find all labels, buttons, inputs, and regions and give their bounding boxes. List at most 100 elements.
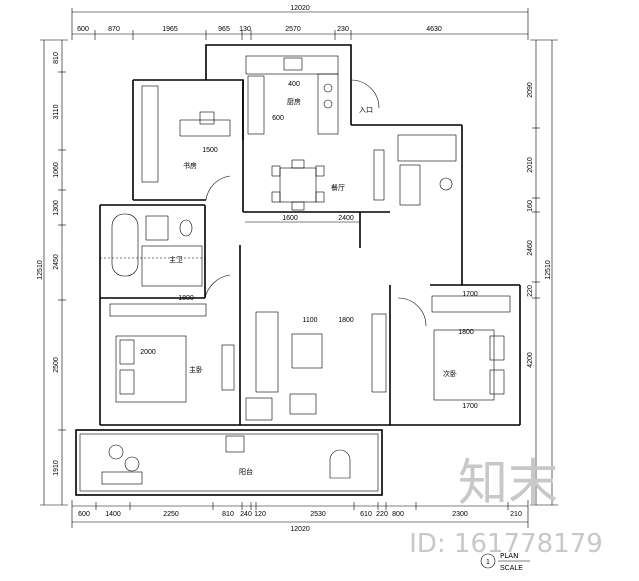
study-door (205, 175, 231, 201)
left-dim-5: 2450 (53, 254, 60, 270)
balcony-chair (329, 449, 351, 479)
master-bed (115, 335, 187, 403)
left-dim-7: 1910 (53, 460, 60, 476)
pillow (489, 369, 505, 395)
plan-number-icon (480, 553, 496, 569)
master-door (204, 274, 231, 299)
room-label-master-bedroom: 主卧 (189, 365, 203, 374)
dining-chair (315, 191, 325, 203)
inner-dim: 1700 (462, 403, 478, 410)
bottom-dim-8: 610 (360, 511, 372, 518)
kitchen-counter-right (317, 73, 339, 135)
top-dimension-chain: 12020 600 870 1965 965 130 2570 230 4630 (71, 5, 529, 40)
kitchen-sink (283, 57, 303, 71)
entrance-door (350, 79, 380, 109)
left-dim-1: 810 (53, 52, 60, 64)
armchair (245, 397, 273, 421)
pillow (119, 339, 135, 365)
top-dim-6: 2570 (285, 26, 301, 33)
bottom-dim-7: 2530 (310, 511, 326, 518)
fixtures (100, 55, 511, 485)
right-dim-5: 220 (527, 285, 534, 297)
dining-sideboard (373, 149, 385, 201)
plant-icon (108, 444, 124, 460)
pillow (489, 335, 505, 361)
dining-chair (271, 165, 281, 177)
bottom-dim-12: 210 (510, 511, 522, 518)
right-dim-4: 2460 (527, 240, 534, 256)
walls (75, 44, 521, 496)
inner-dim: 1800 (458, 329, 474, 336)
inner-dim: 1600 (282, 215, 298, 222)
top-dim-4: 965 (218, 26, 230, 33)
washing-machine (225, 435, 245, 453)
left-dim-6: 2500 (53, 357, 60, 373)
bottom-dim-11: 2300 (452, 511, 468, 518)
watermark: 知末 ID: 161778179 (409, 454, 603, 559)
inner-dim: 2400 (338, 215, 354, 222)
top-dim-7: 230 (337, 26, 349, 33)
dining-chair (271, 191, 281, 203)
study-chair (199, 111, 215, 125)
top-dim-3: 1965 (162, 26, 178, 33)
dining-chair (315, 165, 325, 177)
sofa (255, 311, 279, 393)
shower-area (141, 245, 203, 287)
burner-icon (323, 83, 333, 93)
dining-chair (291, 159, 305, 169)
title-block: 1 PLAN SCALE (480, 552, 530, 572)
inner-dim: 400 (288, 81, 300, 88)
study-desk (179, 119, 231, 137)
right-dim-2: 2010 (527, 157, 534, 173)
top-total-dim: 12020 (290, 5, 310, 12)
bottom-dim-5: 240 (240, 511, 252, 518)
room-label-kitchen: 厨房 (287, 97, 301, 106)
inner-dim: 1700 (462, 291, 478, 298)
kitchen-counter-left (247, 75, 265, 135)
bottom-dim-10: 800 (392, 511, 404, 518)
right-dim-1: 2090 (527, 82, 534, 98)
bottom-dim-2: 1400 (105, 511, 121, 518)
top-dim-1: 600 (77, 26, 89, 33)
left-dim-2: 3110 (53, 104, 60, 119)
watermark-id: ID: 161778179 (409, 529, 603, 559)
left-total-dim: 12510 (37, 260, 44, 280)
top-dim-5: 130 (239, 26, 251, 33)
inner-dim: 1100 (302, 317, 317, 324)
wardrobe-2 (431, 295, 511, 313)
inner-dim: 1500 (202, 147, 218, 154)
study-bookshelf (141, 85, 159, 183)
room-label-master-bath: 主卫 (169, 255, 183, 264)
plant-icon (124, 456, 140, 472)
top-dim-2: 870 (108, 26, 120, 33)
bottom-dimension-chain: 600 1400 2250 810 240 120 2530 610 220 8… (71, 500, 529, 533)
room-label-entrance: 入口 (359, 106, 373, 114)
dining-chair (291, 201, 305, 211)
bath-vanity (145, 215, 169, 241)
kitchen-counter-top (245, 55, 339, 75)
room-labels: 书房 厨房 餐厅 主卫 主卧 次卧 阳台 入口 (169, 97, 457, 476)
toilet-icon (439, 177, 453, 191)
burner-icon (323, 99, 333, 109)
inner-dim: 1800 (338, 317, 354, 324)
bottom-dim-1: 600 (78, 511, 90, 518)
inner-dim: 600 (272, 115, 284, 122)
left-dim-4: 1300 (53, 200, 60, 216)
plan-title: PLAN (500, 552, 518, 560)
tv-cabinet (371, 313, 387, 393)
left-dimension-chain: 810 3110 1060 1300 2450 2500 1910 12510 (37, 39, 68, 506)
dining-table (279, 167, 317, 203)
top-dim-8: 4630 (426, 26, 442, 33)
second-door (397, 297, 427, 327)
room-label-study: 书房 (183, 161, 197, 170)
balcony-lounge (101, 471, 143, 485)
watermark-logo: 知末 (458, 454, 558, 512)
room-label-balcony: 阳台 (239, 467, 253, 476)
inner-dimensions: 1600 2400 1500 2000 1800 1100 1800 400 6… (140, 81, 478, 410)
room-label-dining: 餐厅 (331, 183, 345, 192)
plan-number: 1 (486, 559, 490, 566)
storage-cabinet (397, 134, 457, 162)
right-total-dim: 12510 (545, 260, 552, 280)
bottom-dim-4: 810 (222, 511, 234, 518)
